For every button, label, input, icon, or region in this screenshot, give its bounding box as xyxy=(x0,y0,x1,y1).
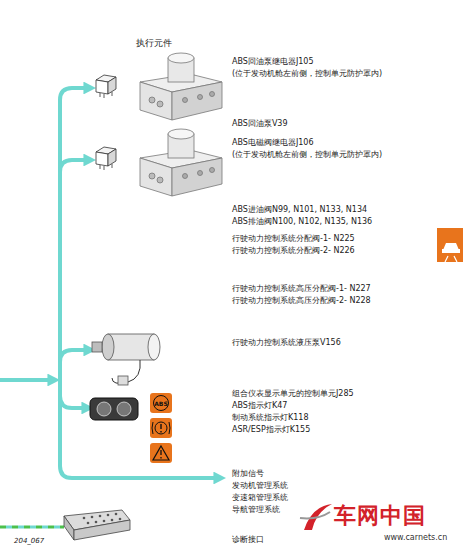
part-name: ABS指示灯K47 xyxy=(232,401,287,411)
part-name: 行驶动力控制系统高压分配阀-1- N227 xyxy=(232,284,371,294)
watermark-logo xyxy=(300,504,332,530)
part-name: ABS电磁阀继电器J106 xyxy=(232,138,314,148)
part-name: 诊断接口 xyxy=(232,535,264,545)
location-note: (位于发动机舱左前侧，控制单元防护罩内) xyxy=(232,69,382,79)
part-name: ABS回油泵V39 xyxy=(232,119,288,129)
part-name: 行驶动力控制系统高压分配阀-2- N228 xyxy=(232,296,371,306)
part-name: ABS进油阀N99, N101, N133, N134 xyxy=(232,205,367,215)
part-name: ABS回油泵继电器J105 xyxy=(232,57,314,67)
diagnostic-line xyxy=(6,526,64,529)
heading: 执行元件 xyxy=(136,38,172,49)
part-name: ABS排油阀N100, N102, N135, N136 xyxy=(232,217,372,227)
part-name: 制动系统指示灯K118 xyxy=(232,413,309,423)
part-name: 行驶动力控制系统分配阀-2- N226 xyxy=(232,246,355,256)
lamp-symbol-text: ABS xyxy=(150,399,172,409)
watermark-url: www.carnets.cn xyxy=(384,533,447,543)
part-name: 行驶动力控制系统液压泵V156 xyxy=(232,338,341,348)
section-tab xyxy=(437,228,463,262)
location-note: (位于发动机舱左前侧，控制单元防护罩内) xyxy=(232,150,382,160)
signal-name: 导航管理系统 xyxy=(232,505,280,515)
part-name: ASR/ESP指示灯K155 xyxy=(232,425,310,435)
hydraulic-unit xyxy=(140,53,222,120)
signal-name: 附加信号 xyxy=(232,469,264,479)
relay-symbol xyxy=(96,147,116,170)
signal-name: 变速箱管理系统 xyxy=(232,493,288,503)
hydraulic-unit xyxy=(140,129,222,196)
signal-name: 发动机管理系统 xyxy=(232,481,288,491)
figure-number: 204_067 xyxy=(14,536,44,546)
relay-symbol xyxy=(96,75,116,98)
warning-lamps xyxy=(150,393,172,463)
diagnostic-connector xyxy=(64,510,130,540)
watermark: 车网中国 xyxy=(334,503,426,529)
pump-symbol xyxy=(92,334,160,385)
diagnostic-line xyxy=(0,526,64,529)
part-name: 组合仪表显示单元的控制单元J285 xyxy=(232,389,354,399)
signal-arrows xyxy=(0,88,216,478)
part-name: 行驶动力控制系统分配阀-1- N225 xyxy=(232,234,355,244)
instrument-cluster xyxy=(90,398,138,420)
